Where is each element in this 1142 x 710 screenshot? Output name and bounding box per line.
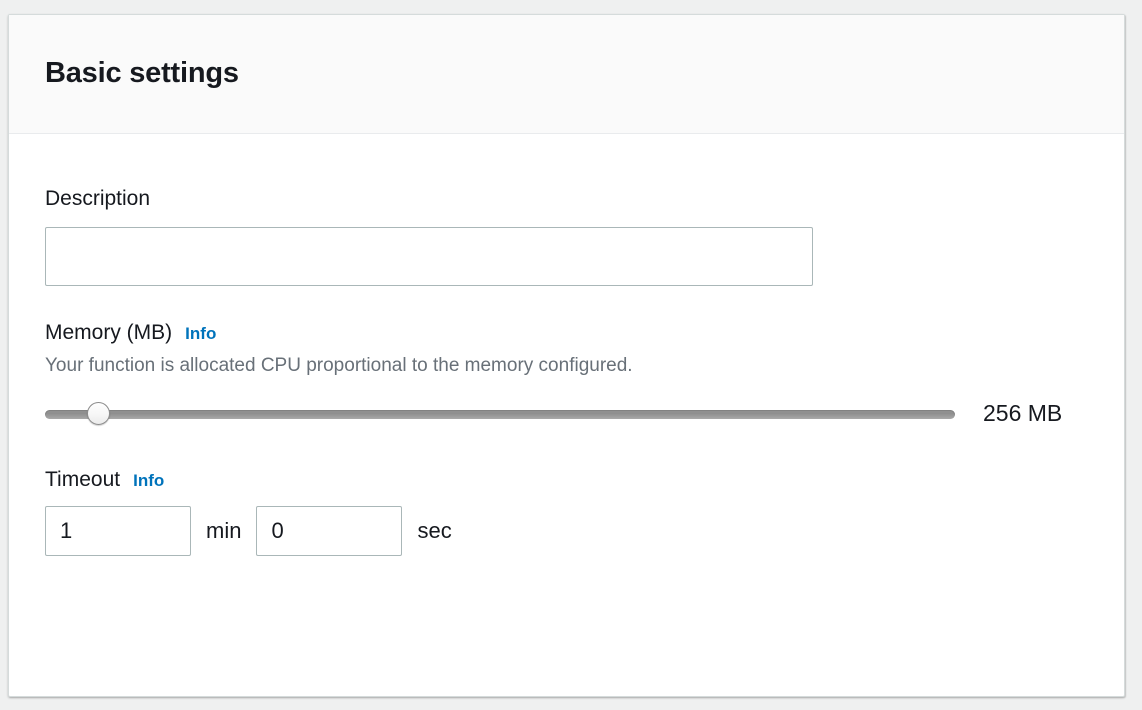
memory-value-display: 256 MB	[983, 400, 1063, 427]
memory-slider[interactable]	[45, 401, 955, 426]
timeout-label-text: Timeout	[45, 468, 121, 492]
timeout-form-field: Timeout Info min sec	[45, 467, 1088, 557]
slider-thumb[interactable]	[87, 401, 110, 425]
description-input[interactable]	[45, 227, 813, 287]
memory-hint-text: Your function is allocated CPU proportio…	[45, 355, 633, 377]
memory-label: Memory (MB) Info	[45, 320, 1088, 345]
timeout-seconds-unit-label: sec	[417, 518, 452, 544]
timeout-info-link[interactable]: Info	[133, 471, 165, 491]
memory-form-field: Memory (MB) Info Your function is alloca…	[45, 320, 1088, 427]
timeout-seconds-input[interactable]	[256, 506, 403, 557]
memory-slider-row: 256 MB	[45, 400, 1088, 427]
memory-label-text: Memory (MB)	[45, 321, 173, 345]
timeout-inputs-row: min sec	[45, 506, 1088, 557]
panel-body: Description Memory (MB) Info Your functi…	[9, 134, 1124, 557]
timeout-minutes-input[interactable]	[45, 506, 191, 557]
description-label: Description	[45, 186, 1088, 211]
slider-track[interactable]	[45, 409, 955, 419]
page-title: Basic settings	[45, 57, 239, 90]
panel-header: Basic settings	[9, 15, 1124, 134]
basic-settings-panel: Basic settings Description Memory (MB) I…	[8, 14, 1125, 697]
memory-info-link[interactable]: Info	[185, 324, 217, 344]
description-form-field: Description	[45, 186, 1088, 287]
timeout-label: Timeout Info	[45, 467, 1088, 492]
description-label-text: Description	[45, 187, 151, 210]
timeout-minutes-unit-label: min	[206, 518, 242, 544]
